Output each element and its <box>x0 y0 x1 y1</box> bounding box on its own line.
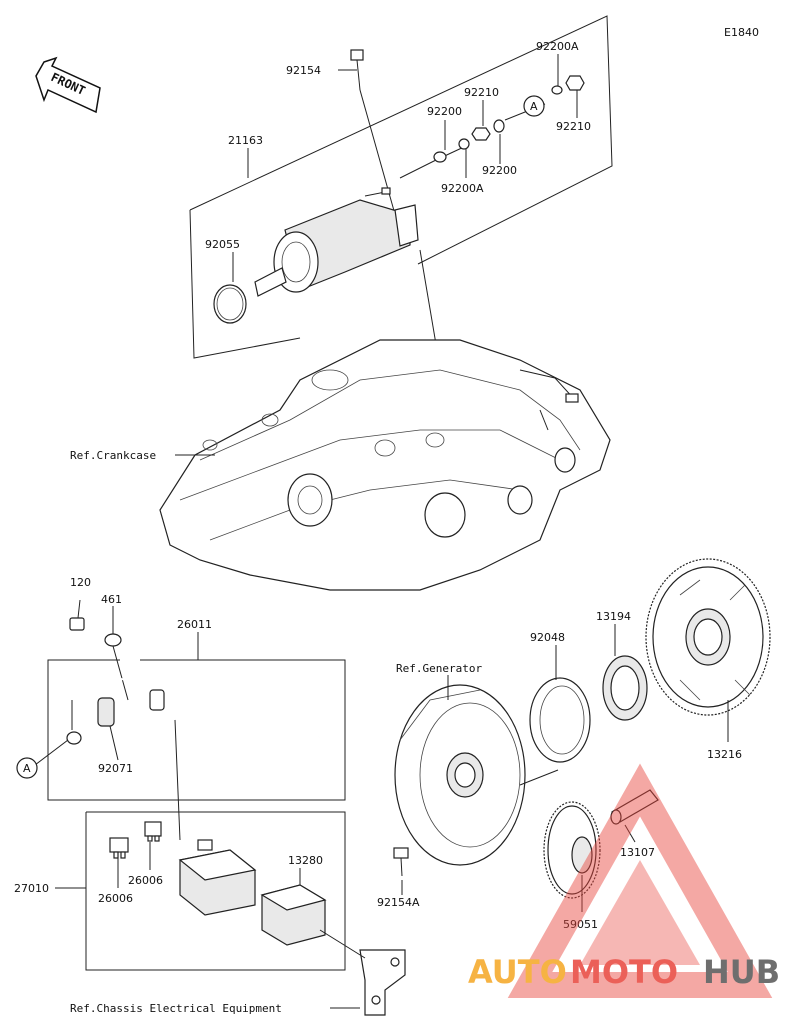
starter-motor <box>254 187 419 297</box>
washer-92048 <box>529 677 591 763</box>
nut-92210 <box>471 127 491 141</box>
washer-461 <box>104 633 122 647</box>
o-ring-92055 <box>213 284 247 324</box>
fuse-26006-b <box>144 821 162 842</box>
nut-92210-top <box>565 75 585 91</box>
label-92071: 92071 <box>98 762 133 775</box>
front-arrow-icon: FRONT <box>35 56 101 114</box>
svg-text:A: A <box>23 762 31 775</box>
callout-a-bottom <box>16 757 38 779</box>
gear-59051 <box>543 801 601 899</box>
label-120: 120 <box>70 576 91 589</box>
ref-chassis: Ref.Chassis Electrical Equipment <box>70 1002 282 1015</box>
ref-generator: Ref.Generator <box>396 662 482 675</box>
shaft-13107 <box>610 789 659 825</box>
label-13216: 13216 <box>707 748 742 761</box>
label-92200-right: 92200 <box>482 164 517 177</box>
label-26011: 26011 <box>177 618 212 631</box>
generator-rotor <box>394 684 526 866</box>
ref-crankcase: Ref.Crankcase <box>70 449 156 462</box>
label-461: 461 <box>101 593 122 606</box>
label-21163: 21163 <box>228 134 263 147</box>
washer-92200A-top <box>551 85 563 95</box>
label-92048: 92048 <box>530 631 565 644</box>
relay-assy <box>178 839 257 916</box>
label-59051: 59051 <box>563 918 598 931</box>
relay-frame <box>85 811 346 971</box>
label-92200A-top: 92200A <box>536 40 579 53</box>
watermark-moto: MOTO <box>570 953 678 991</box>
label-92154: 92154 <box>286 64 321 77</box>
label-92154A: 92154A <box>377 896 420 909</box>
label-26006-b: 26006 <box>128 874 163 887</box>
bolt-120 <box>69 599 85 631</box>
diagram-code: E1840 <box>724 26 759 39</box>
cable-26011 <box>66 677 328 774</box>
label-92200A-bottom: 92200A <box>441 182 484 195</box>
callout-a-top <box>523 95 545 117</box>
label-13107: 13107 <box>620 846 655 859</box>
label-92210-top: 92210 <box>464 86 499 99</box>
label-92210-right: 92210 <box>556 120 591 133</box>
watermark-auto: AUTO <box>468 953 567 991</box>
watermark-hub: HUB <box>703 953 780 991</box>
label-26006-a: 26006 <box>98 892 133 905</box>
relay-13280 <box>260 884 327 946</box>
crankcase <box>159 339 611 591</box>
cable-frame <box>47 659 346 801</box>
clutch-13194 <box>602 655 648 721</box>
label-13194: 13194 <box>596 610 631 623</box>
watermark-logo: AUTO MOTO HUB <box>468 763 780 998</box>
gear-13216 <box>645 558 771 716</box>
label-27010: 27010 <box>14 882 49 895</box>
chassis-bracket <box>359 949 406 1016</box>
label-13280: 13280 <box>288 854 323 867</box>
starter-frame <box>189 15 613 265</box>
bolt-92154A <box>393 847 409 877</box>
label-92055: 92055 <box>205 238 240 251</box>
fuse-26006-a <box>109 837 129 859</box>
svg-text:A: A <box>530 100 538 113</box>
label-92200-left: 92200 <box>427 105 462 118</box>
